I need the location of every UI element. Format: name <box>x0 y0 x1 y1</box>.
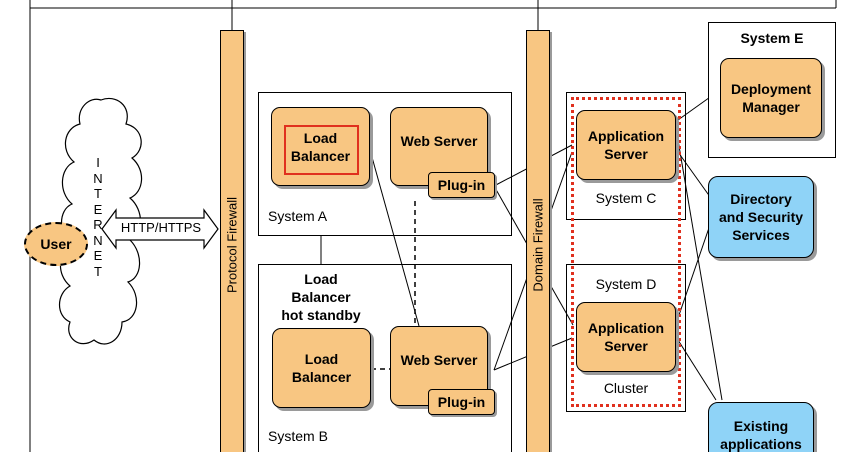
internet-letter: T <box>94 186 102 201</box>
deployment-manager: Deployment Manager <box>720 58 822 138</box>
system-a-label: System A <box>268 208 328 224</box>
hot-standby-label: Load Balancer hot standby <box>268 270 374 324</box>
lb-b-label: Load Balancer <box>291 351 352 385</box>
system-c-box <box>566 92 686 220</box>
internet-letter: E <box>93 248 103 263</box>
existing-apps-label: Existing applications <box>720 418 802 452</box>
system-b-label: System B <box>268 428 328 444</box>
hot-standby-text: Load Balancer hot standby <box>281 271 361 323</box>
domain-firewall-label: Domain Firewall <box>530 198 546 292</box>
directory-label: Directory and Security Services <box>718 191 804 243</box>
cluster-label: Cluster <box>603 380 649 396</box>
internet-letter: T <box>94 263 102 279</box>
internet-letter: I <box>96 155 100 170</box>
protocol-firewall: Protocol Firewall <box>220 30 244 452</box>
internet-letters: I N T E R N E T <box>88 155 108 279</box>
system-d-label: System D <box>595 276 657 292</box>
web-b-label: Web Server <box>400 352 478 368</box>
user-label: User <box>40 236 72 252</box>
system-a-plugin: Plug-in <box>428 172 495 198</box>
app-c-label: Application Server <box>587 128 665 162</box>
plugin-a-label: Plug-in <box>437 177 486 193</box>
plugin-b-label: Plug-in <box>437 394 486 410</box>
system-e-label: System E <box>740 30 804 46</box>
system-c-label: System C <box>595 190 657 206</box>
user-node: User <box>24 222 88 266</box>
system-b-plugin: Plug-in <box>428 389 495 415</box>
domain-firewall: Domain Firewall <box>526 30 550 452</box>
system-a-box <box>258 92 512 236</box>
web-a-label: Web Server <box>400 133 478 149</box>
http-label: HTTP/HTTPS <box>120 220 202 235</box>
system-d-box <box>566 264 686 412</box>
system-b-box <box>258 264 512 452</box>
system-d-app-server: Application Server <box>576 302 676 372</box>
internet-letter: N <box>93 232 103 248</box>
http-arrow <box>101 208 219 250</box>
existing-applications: Existing applications <box>708 402 814 452</box>
internet-letter: E <box>93 201 103 217</box>
system-b-load-balancer: Load Balancer <box>272 328 371 408</box>
directory-security-services: Directory and Security Services <box>708 176 814 258</box>
internet-letter: N <box>93 170 103 186</box>
lb-a-to-web-b <box>369 149 420 327</box>
app-c-to-dm <box>677 94 714 121</box>
system-a-load-balancer: Load Balancer <box>271 107 370 186</box>
system-c-app-server: Application Server <box>576 110 676 180</box>
app-d-label: Application Server <box>587 320 665 354</box>
cluster-border <box>571 97 681 407</box>
app-d-to-directory <box>677 221 712 319</box>
lb-a-highlight <box>284 125 359 175</box>
protocol-firewall-label: Protocol Firewall <box>224 196 240 294</box>
lb-a-label: Load Balancer <box>290 129 351 164</box>
internet-cloud <box>58 97 143 345</box>
internet-letter: R <box>93 217 103 232</box>
app-d-to-existing <box>677 339 717 401</box>
deployment-manager-label: Deployment Manager <box>730 81 812 115</box>
